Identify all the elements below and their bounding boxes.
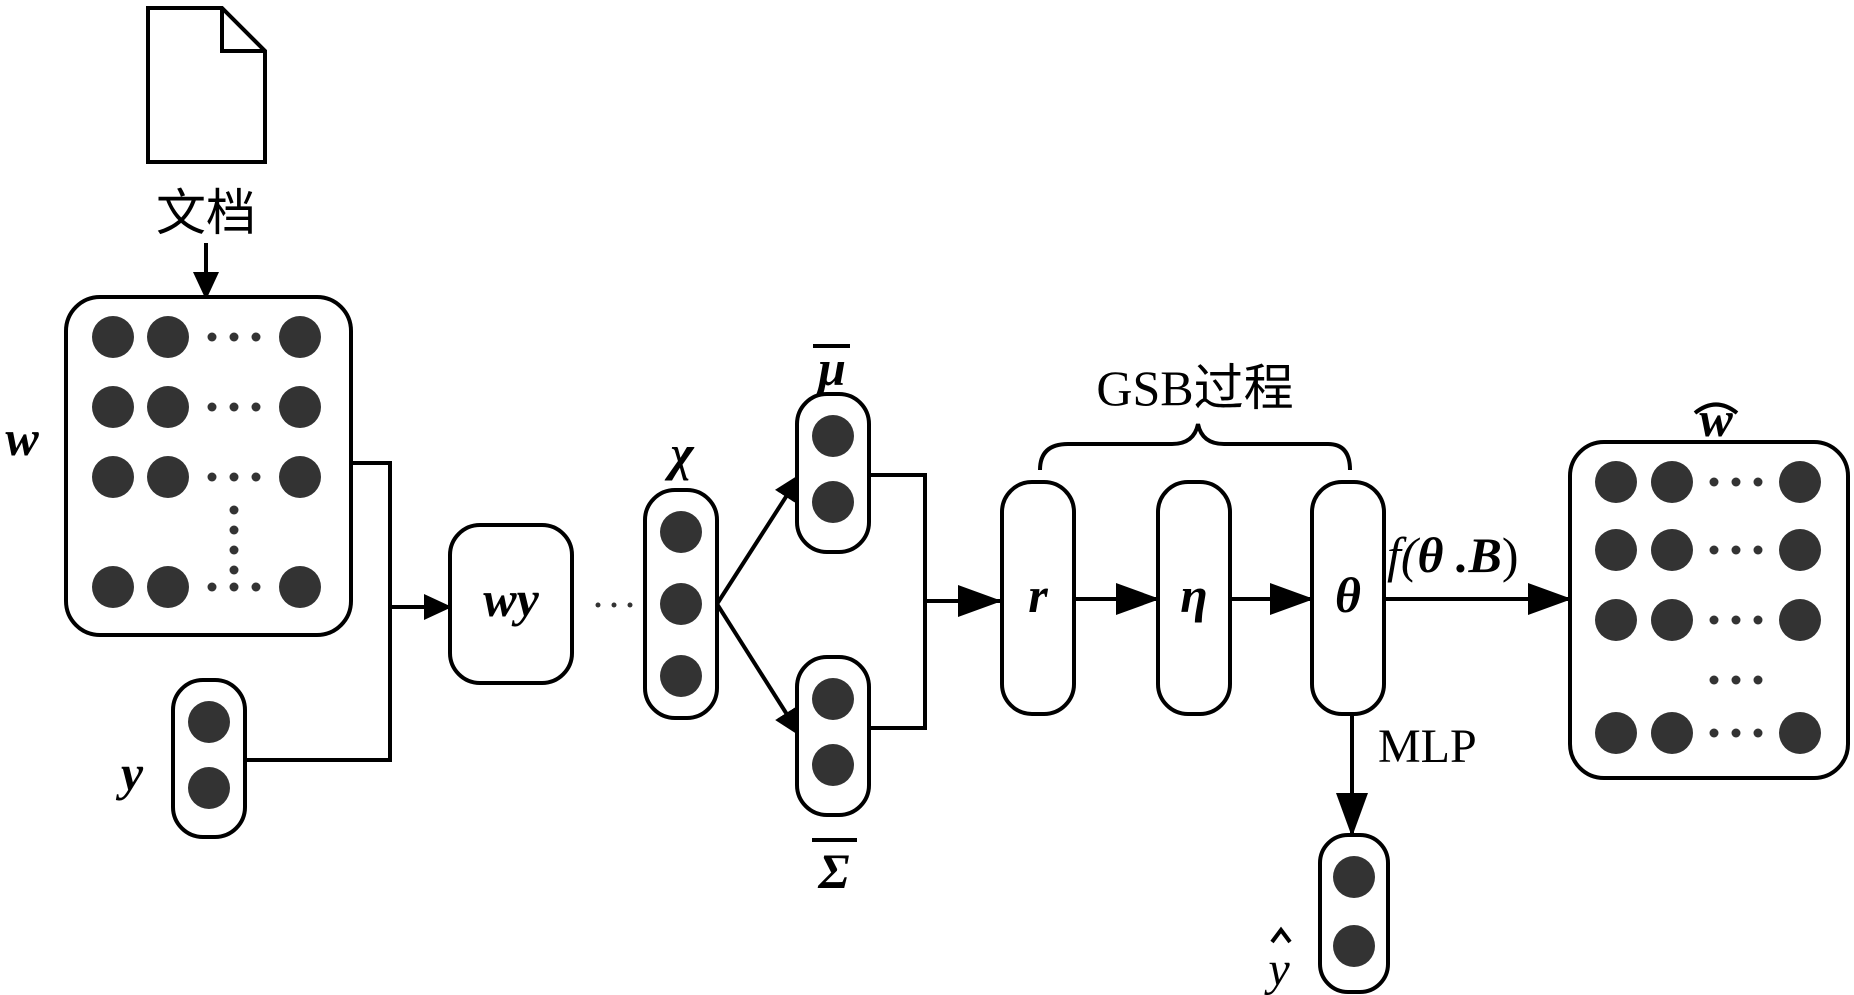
mu-label: μ [815,340,846,396]
gsb-brace [1038,423,1352,471]
y-label: y [116,745,144,801]
f-open: f( [1387,527,1421,583]
document-icon [146,6,267,164]
chi-label: χ [664,425,695,481]
w-hat-matrix-dots [1595,461,1821,754]
f-close: ) [1502,527,1519,583]
wy-label: wy [483,571,539,627]
chi-to-mu-arrow [715,473,802,606]
w-matrix-dots [92,316,321,608]
w-label: w [5,410,39,466]
w-y-connector [245,461,452,762]
y-hat-vector [1318,833,1390,994]
chi-vector [643,488,719,720]
f-theta: θ [1418,527,1444,583]
mlp-label: MLP [1378,720,1477,773]
y-vector [171,678,247,839]
ellipsis [595,602,633,608]
theta-label: θ [1335,567,1361,623]
f-theta-b-label: f(θ .B) [1387,527,1519,583]
sigma-vector [795,655,871,817]
w-hat-arc [1693,402,1739,415]
mu-vector [795,392,871,554]
eta-label: η [1180,567,1207,623]
sigma-label: Σ [818,843,850,899]
wy-node [448,523,574,685]
mu-sigma-merge-connector [869,473,1002,730]
chi-to-sigma-arrow [715,602,802,737]
y-hat-label: y [1263,943,1290,995]
document-label: 文档 [156,185,256,241]
r-label: r [1028,567,1048,623]
w-matrix [64,295,353,637]
y-hat-caret [1270,926,1292,944]
f-dot-b: .B [1444,527,1502,583]
gsb-process-label: GSB过程 [1096,360,1293,416]
w-hat-label: w [1699,391,1733,447]
w-hat-matrix [1568,440,1850,780]
